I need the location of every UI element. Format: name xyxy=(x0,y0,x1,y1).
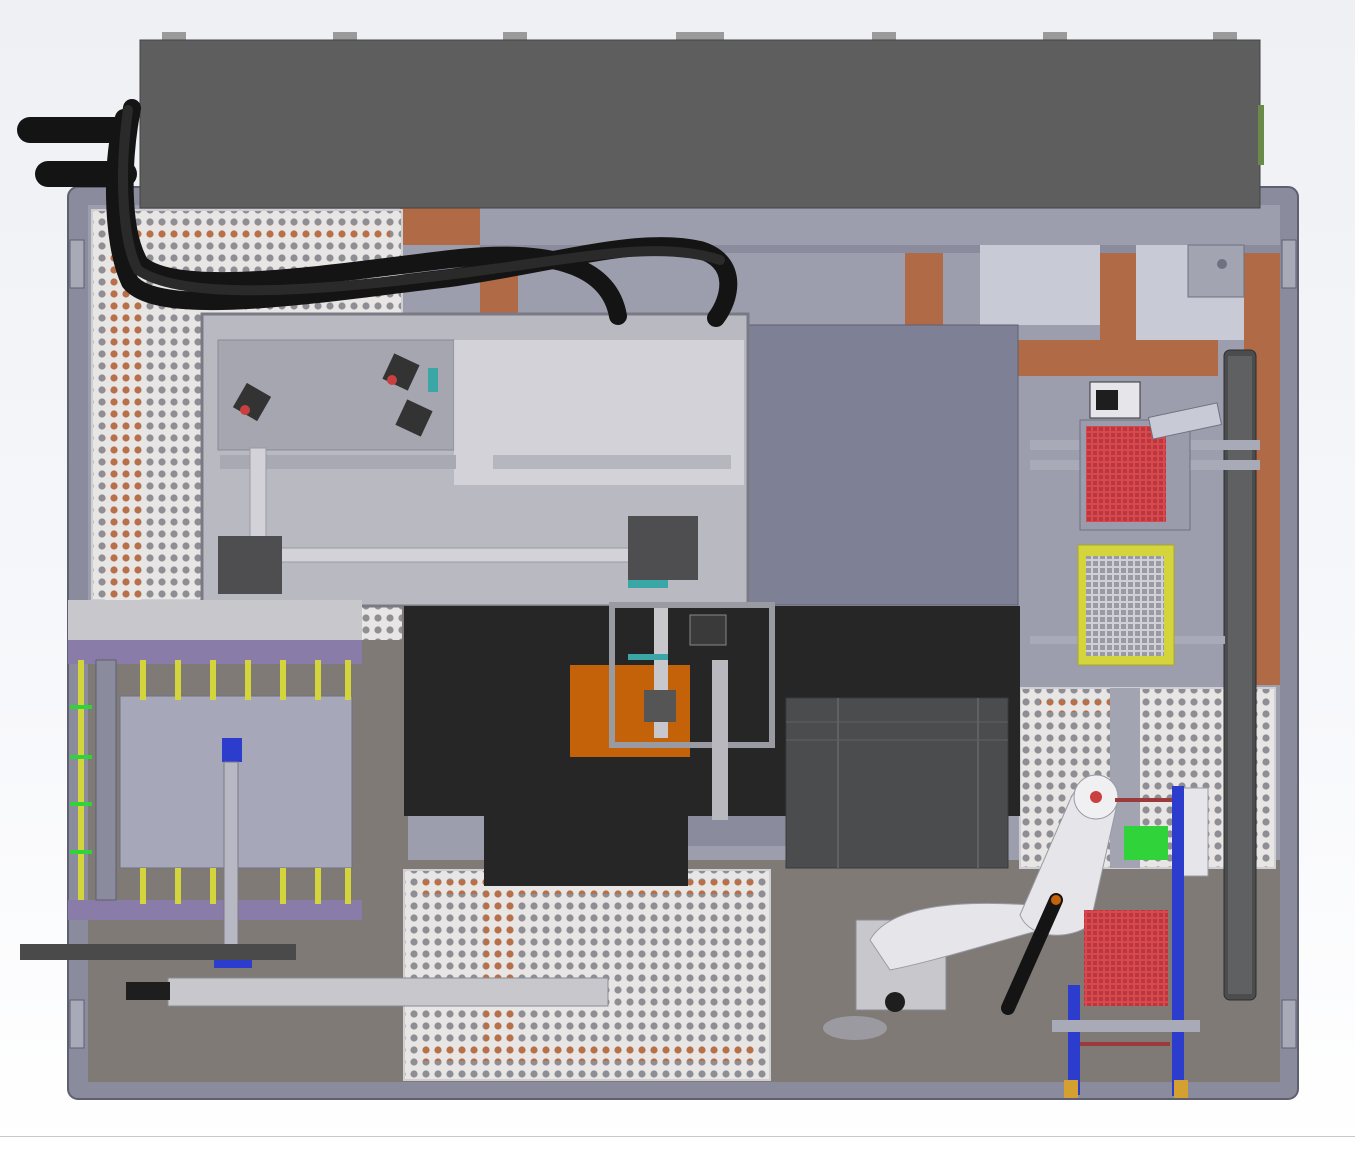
right-conveyor[interactable] xyxy=(1030,349,1260,1001)
viewport-bottom-rule xyxy=(0,1136,1355,1137)
top-enclosure[interactable] xyxy=(139,32,1264,209)
dark-cabinet xyxy=(785,697,1009,869)
right-lower-station xyxy=(1052,786,1209,1098)
cable-bundle xyxy=(17,99,738,327)
left-fixture[interactable] xyxy=(20,600,609,1007)
copper-back-frame xyxy=(400,205,1280,685)
scara-robot[interactable] xyxy=(823,774,1119,1040)
glass-housing[interactable] xyxy=(200,312,1019,608)
